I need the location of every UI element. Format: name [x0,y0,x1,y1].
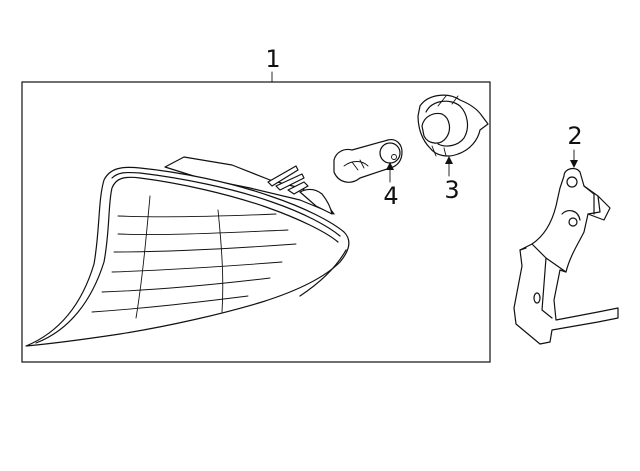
assembly-frame [21,81,491,363]
callout-4-label: 4 [383,182,398,210]
callout-2-arrow [570,160,578,168]
bulb-icon [333,139,403,183]
bulb-socket-icon [417,94,489,157]
callout-1-label: 1 [265,45,280,73]
callout-2-label: 2 [567,122,582,150]
callout-3-arrow [445,156,453,164]
lamp-assembly-icon [25,156,350,347]
mounting-bracket-icon [513,167,619,345]
callout-3-label: 3 [444,176,459,204]
callout-4-arrow [386,162,394,170]
